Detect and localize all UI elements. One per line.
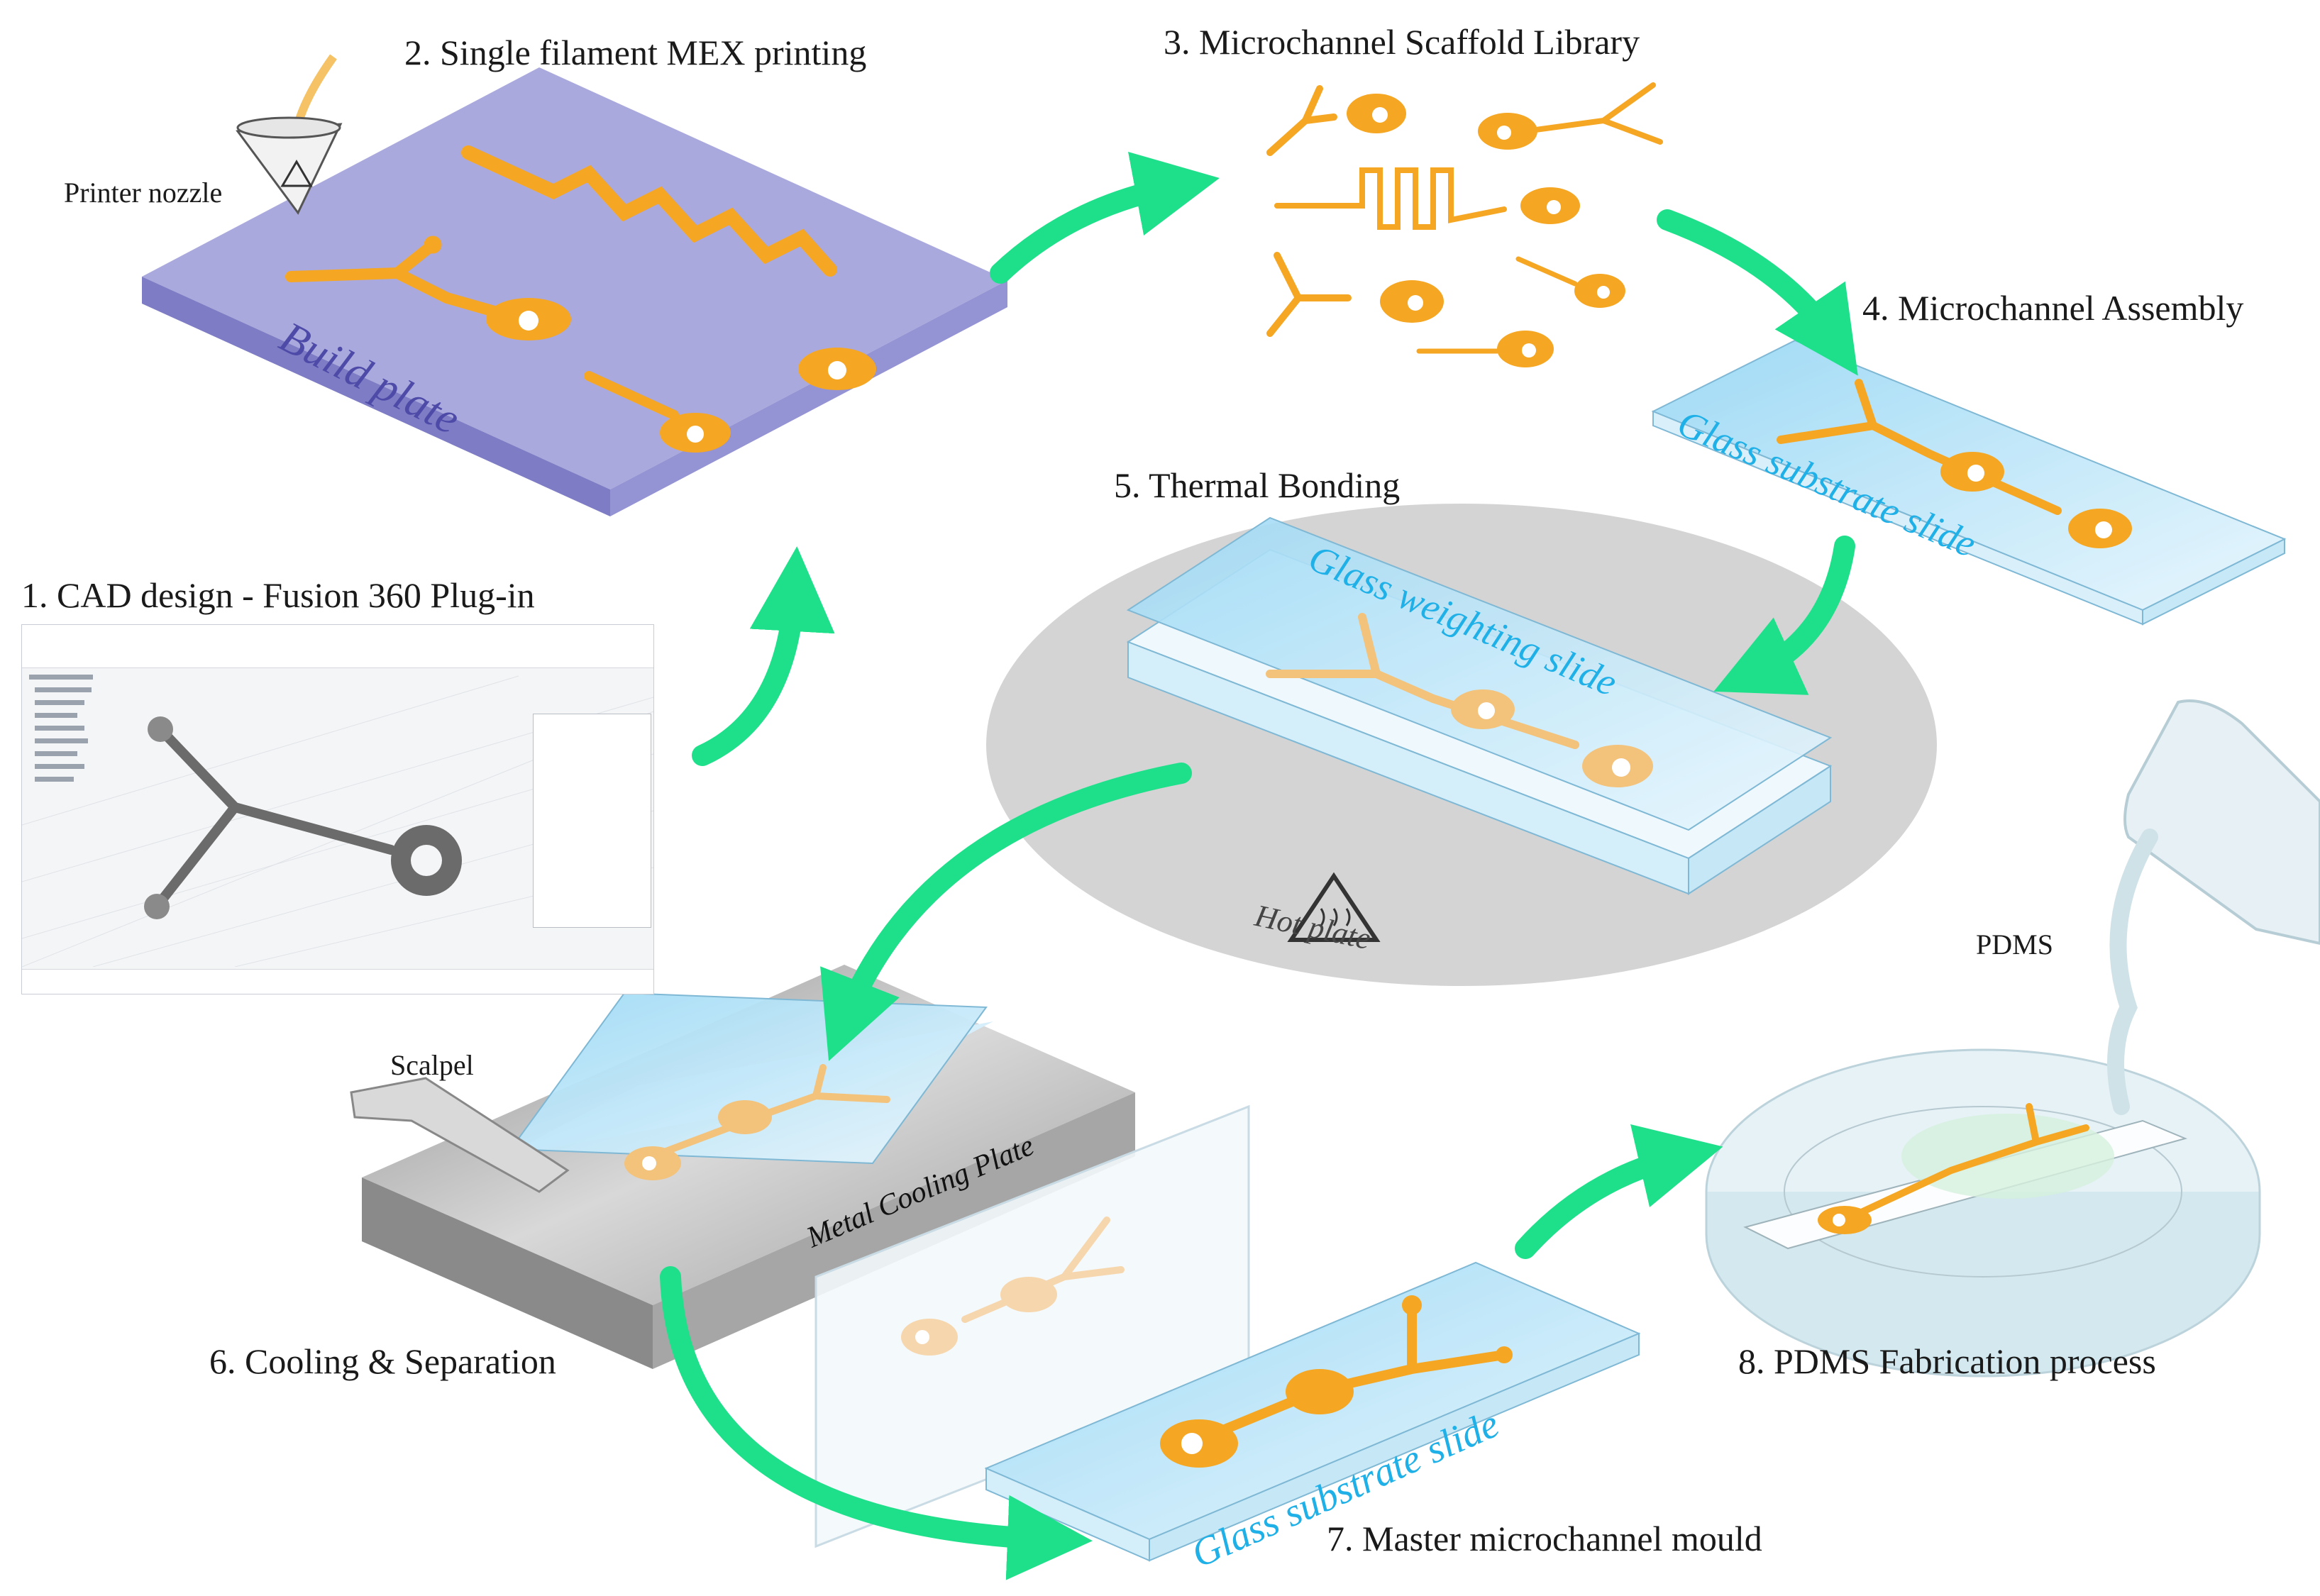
cad-viewport — [22, 675, 653, 967]
scalpel-icon — [350, 1077, 570, 1193]
petri-dish-icon — [1705, 1048, 2261, 1378]
cad-generator-panel — [533, 714, 651, 928]
scaffold-library — [1266, 82, 1663, 367]
cad-timeline-bar — [22, 969, 653, 994]
step-2-label: 2. Single filament MEX printing — [404, 33, 867, 72]
step-4-label: 4. Microchannel Assembly — [1862, 288, 2244, 328]
printer-nozzle-label: Printer nozzle — [64, 177, 223, 209]
printed-scaffolds-build-plate — [285, 145, 876, 453]
process-arrows — [660, 152, 1858, 1580]
step-1-label: 1. CAD design - Fusion 360 Plug-in — [21, 575, 535, 615]
pdms-label: PDMS — [1976, 929, 2053, 960]
cad-browser-tree — [22, 669, 128, 811]
cad-toolbar — [22, 625, 653, 668]
glass-substrate-slide-assembly — [1651, 339, 2287, 626]
hot-surface-warning-icon — [1287, 872, 1381, 942]
step-7-label: 7. Master microchannel mould — [1327, 1519, 1762, 1558]
cad-screenshot — [21, 624, 654, 994]
build-plate — [142, 67, 1007, 516]
scalpel-label: Scalpel — [390, 1049, 474, 1081]
step-8-label: 8. PDMS Fabrication process — [1738, 1341, 2156, 1381]
master-mould-slide — [984, 1261, 1641, 1562]
step-3-label: 3. Microchannel Scaffold Library — [1164, 22, 1640, 62]
step-6-label: 6. Cooling & Separation — [209, 1341, 556, 1381]
beaker-icon — [2107, 699, 2320, 1115]
printer-nozzle-icon — [236, 54, 343, 215]
glass-slide-stack — [1126, 516, 1833, 895]
step-5-label: 5. Thermal Bonding — [1114, 465, 1401, 505]
